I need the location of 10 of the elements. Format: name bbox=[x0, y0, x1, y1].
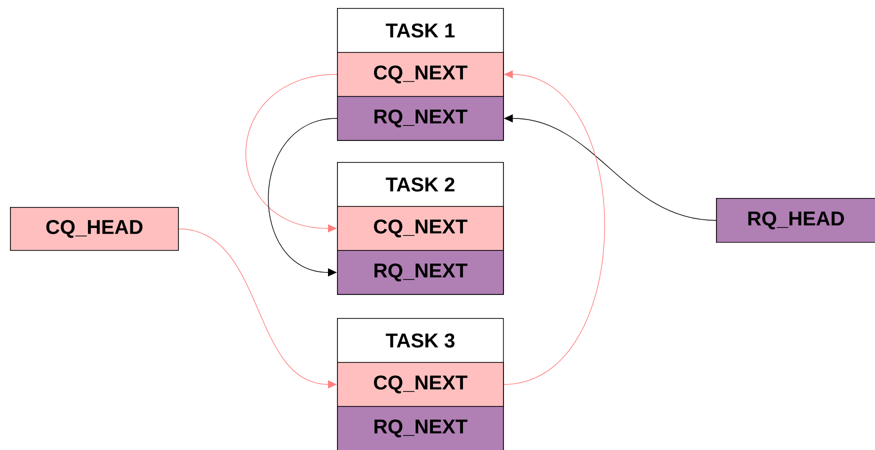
field-box: CQ_NEXT bbox=[337, 362, 504, 407]
field-box: RQ_NEXT bbox=[337, 406, 504, 450]
field-box: RQ_NEXT bbox=[337, 250, 504, 295]
head-box: RQ_HEAD bbox=[716, 198, 875, 243]
field-box: RQ_NEXT bbox=[337, 96, 504, 141]
field-box: CQ_NEXT bbox=[337, 52, 504, 97]
head-box: CQ_HEAD bbox=[10, 207, 179, 251]
arrow bbox=[245, 74, 338, 232]
arrow bbox=[268, 118, 338, 276]
field-box: CQ_NEXT bbox=[337, 206, 504, 251]
